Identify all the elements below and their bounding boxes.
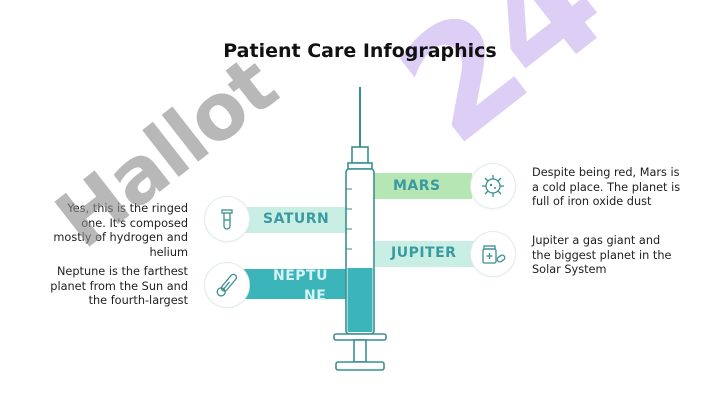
watermark-purple: 24	[370, 0, 633, 178]
jupiter-icon-circle	[470, 231, 516, 277]
saturn-label: SATURN	[263, 211, 330, 227]
syringe-illustration	[333, 87, 387, 371]
neptune-icon-circle	[204, 262, 250, 308]
virus-icon	[482, 175, 504, 197]
jupiter-description: Jupiter a gas giant and the biggest plan…	[532, 234, 672, 276]
mars-label: MARS	[393, 178, 441, 194]
neptune-description: Neptune is the farthest planet from the …	[50, 265, 188, 307]
test-tube-icon	[221, 209, 233, 230]
mars-icon-circle	[470, 163, 516, 209]
saturn-description: Yes, this is the ringed one. It's compos…	[53, 202, 188, 259]
mars-band	[362, 173, 472, 199]
thermometer-icon	[216, 273, 238, 297]
neptune-label-line2: NE	[304, 288, 327, 304]
neptune-label-line1: NEPTU	[273, 268, 328, 284]
saturn-band	[240, 207, 348, 233]
jupiter-band	[375, 241, 475, 267]
jupiter-label: JUPITER	[391, 245, 457, 261]
page-title: Patient Care Infographics	[223, 40, 497, 62]
neptune-band	[232, 269, 362, 299]
mars-description: Despite being red, Mars is a cold place.…	[532, 166, 681, 208]
saturn-icon-circle	[204, 196, 250, 242]
pills-bottle-icon	[482, 245, 506, 264]
